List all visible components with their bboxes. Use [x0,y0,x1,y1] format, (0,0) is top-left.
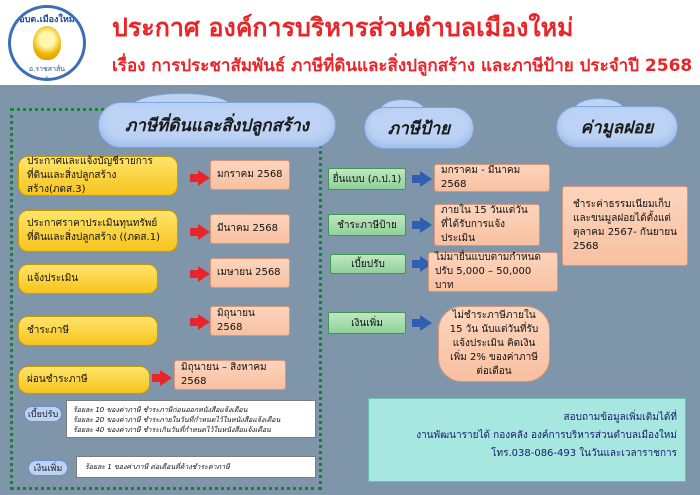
contact-box: สอบถามข้อมูลเพิ่มเติมได้ที่ งานพัฒนารายไ… [368,398,686,482]
lightbulb-icon [33,26,61,60]
fee-heading-text: ค่ามูลฝอย [580,117,654,138]
land-step-3: แจ้งประเมิน [18,264,158,294]
land-step-1: ประกาศและแจ้งบัญชีรายการที่ดินและสิ่งปลู… [18,156,178,196]
logo-bottom-text: อ.ราชสาส์น จ.ฉะเชิงเทรา [26,65,68,81]
contact-line-2: งานพัฒนารายได้ กองคลัง องค์การบริหารส่วน… [416,430,677,441]
sign-tax-heading: ภาษีป้าย [364,99,474,149]
sign-step-1-detail: มกราคม - มีนาคม 2568 [434,164,550,192]
land-step-1-date: มกราคม 2568 [210,160,290,190]
arrow-right-icon [412,171,432,187]
sign-step-3: เบี้ยปรับ [330,254,406,274]
surcharge-box: ร้อยละ 1 ของค่าภาษี ต่อเดือนที่ค้างชำระค… [76,456,316,478]
penalty-badge: เบี้ยปรับ [24,406,62,422]
sign-step-2: ชำระภาษีป้าย [328,214,406,236]
land-step-4: ชำระภาษี [18,316,158,346]
penalty-box: ร้อยละ 10 ของค่าภาษี ชำระภาษีก่อนออกหนัง… [66,400,316,438]
fee-box: ชำระค่าธรรมเนียมเก็บและขนมูลฝอยได้ตั้งแต… [562,186,688,266]
page-subtitle: เรื่อง การประชาสัมพันธ์ ภาษีที่ดินและสิ่… [112,56,693,76]
contact-line-1: สอบถามข้อมูลเพิ่มเติมได้ที่ [563,412,677,423]
fee-heading: ค่ามูลฝอย [556,98,678,148]
land-step-2-date: มีนาคม 2568 [210,214,290,244]
land-step-4-label: ชำระภาษี [27,325,69,336]
land-step-2-label: ประกาศราคาประเมินทุนทรัพย์ที่ดินและสิ่งป… [27,218,160,243]
arrow-right-icon [412,217,432,233]
sign-step-4: เงินเพิ่ม [328,312,406,334]
sign-step-2-detail: ภายใน 15 วันแต่วันที่ได้รับการแจ้งประเมิ… [434,204,540,246]
land-step-4-date: มิถุนายน 2568 [210,306,290,336]
arrow-right-icon [152,370,172,386]
sign-step-3-detail: ไม่มายื่นแบบตามกำหนด ปรับ 5,000 – 50,000… [428,252,558,292]
land-step-2: ประกาศราคาประเมินทุนทรัพย์ที่ดินและสิ่งป… [18,210,178,252]
contact-line-3: โทร.038-086-493 ในวันและเวลาราชการ [491,448,677,459]
penalty-line-2: ร้อยละ 20 ของค่าภาษี ชำระภายในวันที่กำหน… [73,416,281,424]
land-step-5: ผ่อนชำระภาษี [18,366,150,394]
arrow-right-icon [412,315,432,331]
arrow-right-icon [190,314,210,330]
penalty-line-1: ร้อยละ 10 ของค่าภาษี ชำระภาษีก่อนออกหนัง… [73,406,248,414]
sign-tax-heading-text: ภาษีป้าย [387,118,451,139]
land-step-5-date: มิถุนายน – สิงหาคม 2568 [174,360,286,390]
land-tax-heading: ภาษีที่ดินและสิ่งปลูกสร้าง [98,93,336,148]
arrow-right-icon [190,170,210,186]
penalty-line-3: ร้อยละ 40 ของค่าภาษี ชำระเกินวันที่กำหนด… [73,426,271,434]
logo-top-text: อบต.เมืองใหม่ [19,15,75,25]
land-step-5-label: ผ่อนชำระภาษี [27,374,88,385]
org-logo: อบต.เมืองใหม่ อ.ราชสาส์น จ.ฉะเชิงเทรา [8,5,86,81]
header-banner [0,0,700,85]
land-step-3-date: เมษายน 2568 [210,258,290,288]
land-step-1-label: ประกาศและแจ้งบัญชีรายการที่ดินและสิ่งปลู… [27,156,153,195]
page-title: ประกาศ องค์การบริหารส่วนตำบลเมืองใหม่ [112,13,574,42]
arrow-right-icon [190,266,210,282]
land-step-3-label: แจ้งประเมิน [27,273,79,284]
arrow-right-icon [190,224,210,240]
surcharge-badge: เงินเพิ่ม [28,460,68,476]
land-tax-heading-text: ภาษีที่ดินและสิ่งปลูกสร้าง [125,115,309,136]
sign-step-4-detail: ไม่ชำระภาษีภายใน 15 วัน นับแต่วันที่รับแ… [438,306,550,382]
sign-step-1: ยื่นแบบ (ภ.ป.1) [328,168,406,190]
